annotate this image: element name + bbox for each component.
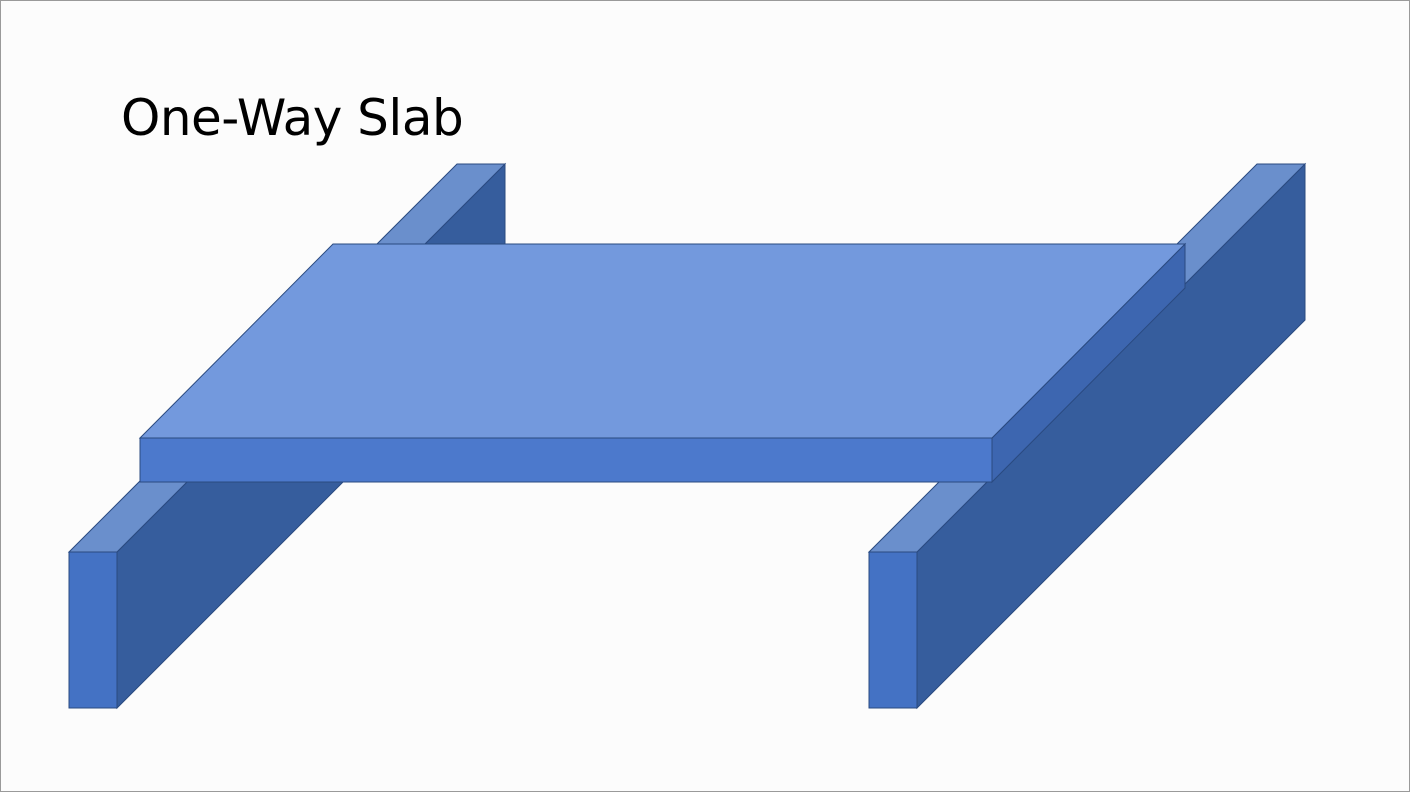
- left-beam-front-face: [68, 551, 118, 709]
- right-beam-front-face: [868, 551, 918, 709]
- slab-front-face: [139, 437, 993, 483]
- slide-title: One-Way Slab: [121, 89, 464, 147]
- slab: [138, 242, 1187, 484]
